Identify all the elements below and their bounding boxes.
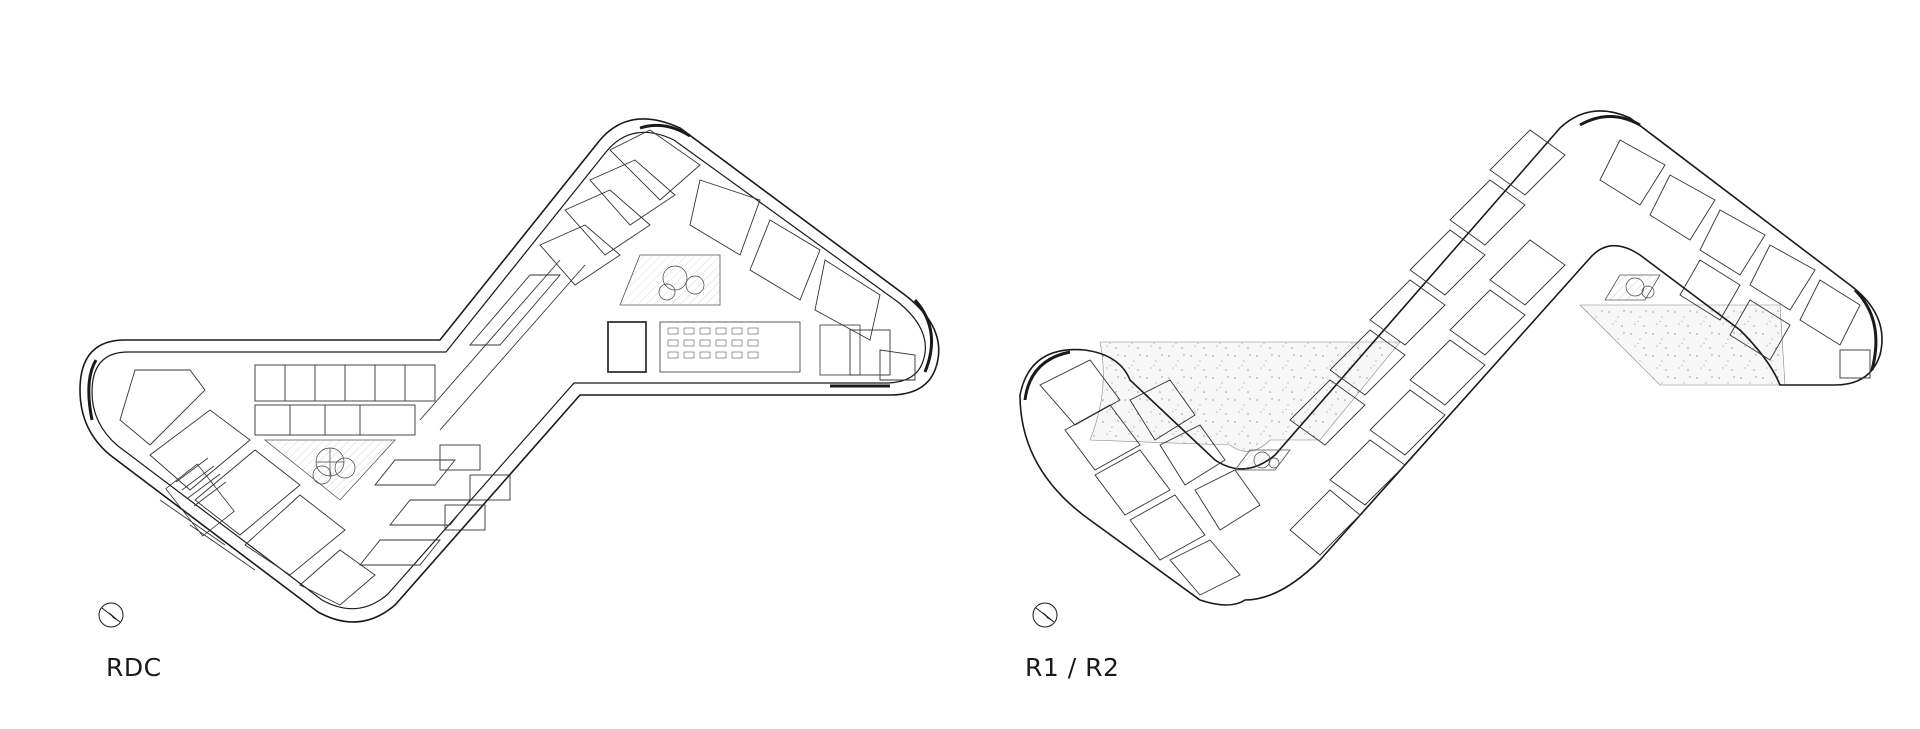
tree-icon [1625,277,1655,299]
r1r2-facade-north [1579,115,1641,127]
r1r2-open-area-west [1089,341,1401,452]
rdc-facade-west [87,359,98,421]
rdc-west-rooms [119,364,436,606]
r1r2-outline [1019,110,1883,606]
tree-icon [312,447,356,485]
north-arrow-icon [98,602,124,628]
rdc-central-zone [359,259,586,566]
r1r2-courtyard-north [1604,274,1661,301]
rdc-facade-north [639,123,691,138]
r1r2-facade-west [1023,350,1071,401]
rdc-courtyard-central [619,254,721,306]
rdc-inner-wall [91,131,926,610]
stair-icon [165,457,235,537]
tree-icon [1253,451,1280,469]
tree-icon [658,265,705,301]
r1r2-west-rooms [1039,359,1261,596]
r1r2-central-rooms [1289,129,1566,556]
r1r2-ne-rooms [1599,139,1871,379]
rdc-facade-east [913,298,934,373]
rdc-outline [79,118,940,623]
plan-r1r2 [1019,110,1883,628]
rdc-ne-rooms [539,129,916,381]
plan-label-r1r2: R1 / R2 [1025,653,1120,682]
r1r2-facade-east [1853,288,1878,371]
r1r2-courtyard-south [1234,449,1291,471]
plan-label-rdc: RDC [106,653,162,682]
plan-rdc [79,118,940,628]
north-arrow-icon [1032,602,1058,628]
rdc-dining-hall [607,321,861,376]
